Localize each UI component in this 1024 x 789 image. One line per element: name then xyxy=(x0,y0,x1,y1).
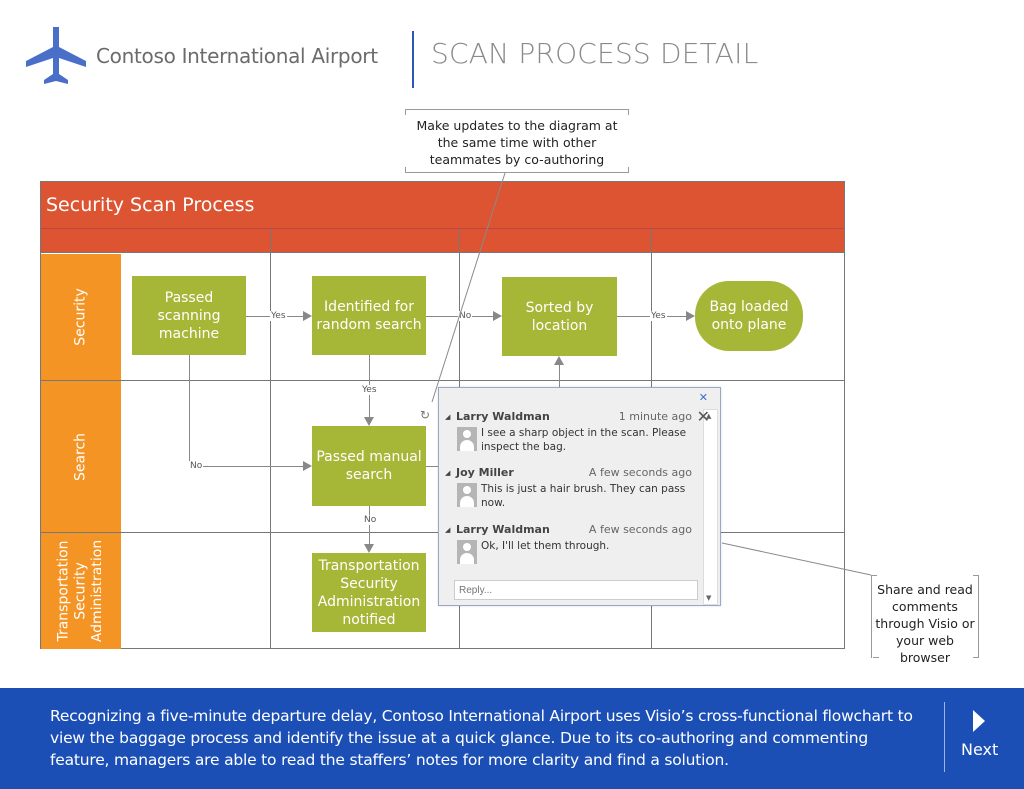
comments-scrollbar[interactable]: ▲ ▼ xyxy=(703,409,718,605)
connector-label: No xyxy=(189,461,204,471)
lane-label: Transportation Security Administration xyxy=(55,539,106,643)
arrow-head xyxy=(303,461,312,471)
connector xyxy=(189,466,304,467)
phase-separator xyxy=(270,229,271,649)
footer-divider xyxy=(944,702,945,772)
arrow-head xyxy=(364,417,374,426)
coauthoring-callout-text: Make updates to the diagram at the same … xyxy=(416,118,618,167)
header: Contoso International Airport SCAN PROCE… xyxy=(0,0,1024,105)
callout-bracket xyxy=(405,167,406,173)
callout-bracket xyxy=(973,575,979,576)
refresh-icon[interactable]: ↻ xyxy=(420,408,431,422)
comment-time: A few seconds ago xyxy=(588,523,692,536)
comments-panel[interactable]: ✕ ▲ ▼ ◢ Larry Waldman 1 minute ago ✕ I s… xyxy=(438,387,721,606)
footer-description: Recognizing a five-minute departure dela… xyxy=(50,707,913,769)
callout-bracket xyxy=(973,657,979,658)
diagram-title: Security Scan Process xyxy=(46,194,255,216)
footer: Recognizing a five-minute departure dela… xyxy=(0,688,1024,789)
connector-label: Yes xyxy=(650,311,667,321)
comments-callout: Share and read comments through Visio or… xyxy=(871,575,979,665)
connector-label: No xyxy=(458,311,473,321)
callout-bracket xyxy=(405,109,406,115)
header-divider xyxy=(412,31,414,88)
comment-author: Larry Waldman xyxy=(456,523,550,536)
close-icon[interactable]: ✕ xyxy=(698,391,708,404)
scroll-up-icon[interactable]: ▲ xyxy=(706,412,712,420)
play-arrow-icon xyxy=(973,710,985,732)
arrow-head xyxy=(554,356,564,365)
comment-text: This is just a hair brush. They can pass… xyxy=(481,483,686,509)
connector-label: Yes xyxy=(361,385,378,395)
arrow-head xyxy=(303,311,312,321)
shape-identified-random[interactable]: Identified for random search xyxy=(312,276,426,355)
callout-bracket xyxy=(871,575,877,576)
coauthoring-callout: Make updates to the diagram at the same … xyxy=(405,109,629,173)
lane-curve xyxy=(101,254,121,649)
lane-separator xyxy=(41,380,844,381)
reply-input[interactable] xyxy=(454,580,698,600)
airplane-icon xyxy=(26,27,86,84)
shape-sorted-location[interactable]: Sorted by location xyxy=(502,277,617,356)
scroll-down-icon[interactable]: ▼ xyxy=(706,594,712,602)
avatar xyxy=(457,483,477,507)
connector xyxy=(369,506,370,545)
page-title: SCAN PROCESS DETAIL xyxy=(431,37,759,70)
avatar xyxy=(457,540,477,564)
comment-author: Larry Waldman xyxy=(456,410,550,423)
shape-passed-manual[interactable]: Passed manual search xyxy=(312,426,426,506)
brand-name: Contoso International Airport xyxy=(96,44,378,68)
connector-label: Yes xyxy=(270,311,287,321)
arrow-head xyxy=(493,311,502,321)
comment-item[interactable]: ◢ Larry Waldman 1 minute ago ✕ I see a s… xyxy=(445,407,710,454)
callout-bracket xyxy=(628,109,629,115)
next-label: Next xyxy=(961,740,999,759)
lane-label: Security xyxy=(72,288,89,346)
collapse-icon[interactable]: ◢ xyxy=(445,413,451,421)
collapse-icon[interactable]: ◢ xyxy=(445,469,451,477)
comment-text: Ok, I'll let them through. xyxy=(481,540,610,552)
collapse-icon[interactable]: ◢ xyxy=(445,526,451,534)
callout-bracket xyxy=(628,167,629,173)
avatar xyxy=(457,427,477,451)
connector xyxy=(559,365,560,387)
comment-author: Joy Miller xyxy=(456,466,514,479)
delete-icon[interactable]: ✕ xyxy=(696,407,710,426)
callout-bracket xyxy=(873,657,879,658)
comments-callout-text: Share and read comments through Visio or… xyxy=(875,582,975,665)
shape-bag-loaded[interactable]: Bag loaded onto plane xyxy=(695,281,803,351)
lane-label: Search xyxy=(72,432,89,481)
diagram-title-bar: Security Scan Process xyxy=(41,182,844,229)
comment-item[interactable]: ◢ Larry Waldman A few seconds ago Ok, I'… xyxy=(445,523,700,565)
comment-time: A few seconds ago xyxy=(588,466,692,479)
shape-tsa-notified[interactable]: Transportation Security Administration n… xyxy=(312,553,426,632)
next-button[interactable]: Next xyxy=(952,706,1012,768)
connector xyxy=(426,466,440,467)
comment-text: I see a sharp object in the scan. Please… xyxy=(481,427,687,453)
comment-item[interactable]: ◢ Joy Miller A few seconds ago This is j… xyxy=(445,466,700,510)
arrow-head xyxy=(364,544,374,553)
comment-time: 1 minute ago xyxy=(618,410,692,423)
arrow-head xyxy=(686,311,695,321)
shape-passed-scanning[interactable]: Passed scanning machine xyxy=(132,276,246,355)
phase-bar xyxy=(41,229,844,253)
connector-label: No xyxy=(363,515,378,525)
connector xyxy=(189,355,190,466)
